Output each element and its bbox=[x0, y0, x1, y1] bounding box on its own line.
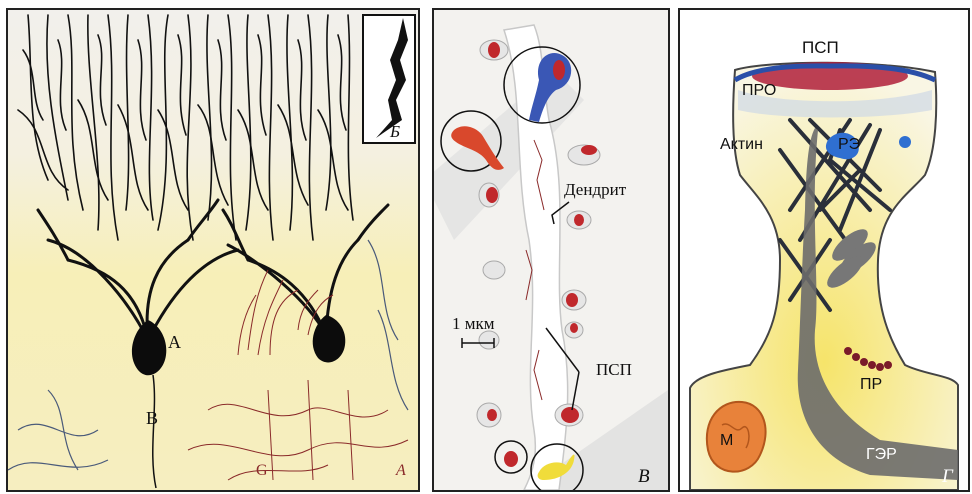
label-pro: ПРО bbox=[742, 82, 776, 100]
mitochondrion bbox=[707, 402, 766, 472]
label-pr: ПР bbox=[860, 376, 882, 394]
panel-dendrite-reconstruction: Дендрит 1 мкм ПСП В bbox=[432, 8, 670, 492]
purkinje-soma-A bbox=[132, 320, 166, 375]
label-psp: ПСП bbox=[802, 38, 839, 58]
label-actin: Актин bbox=[720, 136, 763, 154]
label-ger: ГЭР bbox=[866, 446, 897, 464]
label-G: G bbox=[256, 462, 268, 480]
label-m: М bbox=[720, 432, 733, 450]
purkinje-cells-illustration bbox=[8, 10, 418, 490]
label-scale: 1 мкм bbox=[452, 314, 495, 334]
panel-letter-G: Г bbox=[942, 466, 953, 488]
label-A: A bbox=[168, 332, 181, 353]
label-re: РЭ bbox=[838, 136, 860, 154]
dendrite-3d-illustration bbox=[434, 10, 668, 490]
inset-label: Б bbox=[390, 122, 400, 142]
label-dendrite: Дендрит bbox=[564, 180, 626, 200]
label-psp: ПСП bbox=[596, 360, 632, 380]
panel-letter-V: В bbox=[638, 466, 650, 488]
label-B: B bbox=[146, 408, 158, 429]
spine-schematic-illustration bbox=[680, 10, 968, 490]
panel-cerebellum-neurons: A B G A Б bbox=[6, 8, 420, 492]
panel-spine-schematic: ПСП ПРО Актин РЭ ПР М ГЭР Г bbox=[678, 8, 970, 492]
label-A-corner: A bbox=[396, 462, 406, 480]
